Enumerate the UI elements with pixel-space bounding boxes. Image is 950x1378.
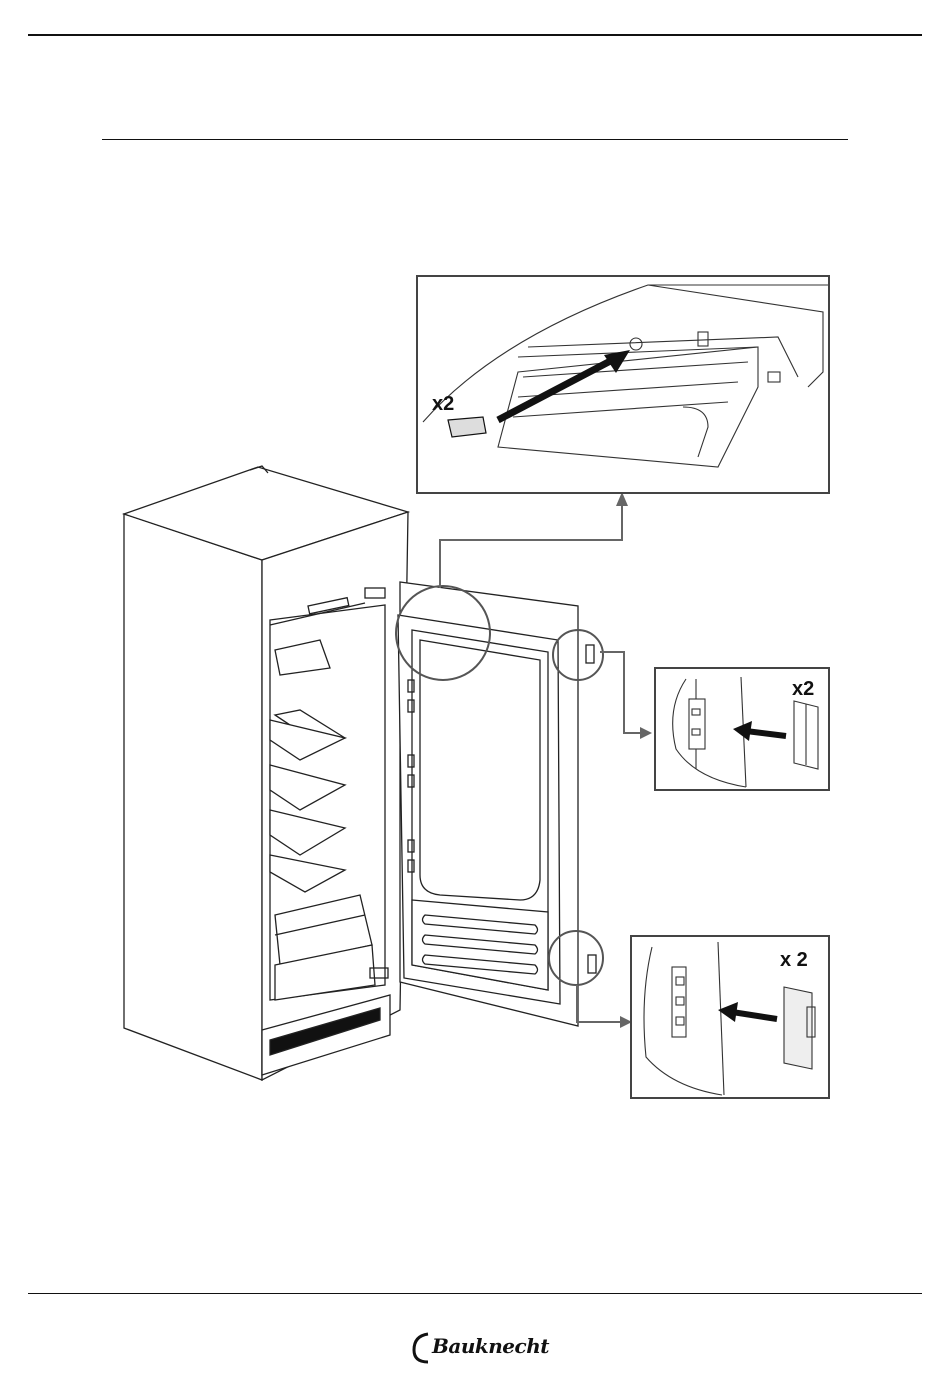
- connector-top: [440, 500, 622, 588]
- quantity-label-top: x2: [432, 393, 454, 416]
- connector-right-bottom: [577, 985, 625, 1022]
- arrowhead-right-top: [640, 727, 652, 739]
- brand-logo-text: Bauknecht: [432, 1334, 549, 1358]
- quantity-label-right-bottom: x 2: [780, 949, 808, 972]
- brand-logo: Bauknecht: [410, 1330, 542, 1366]
- quantity-label-right-top: x2: [792, 678, 814, 701]
- detail-panel-right-top: x2: [654, 667, 830, 791]
- cabinet-side: [124, 514, 262, 1080]
- top-panel-illustration: [418, 277, 828, 492]
- detail-panel-right-bottom: x 2: [630, 935, 830, 1099]
- detail-panel-top: x2: [416, 275, 830, 494]
- connector-right-top: [600, 652, 645, 733]
- black-arrow-head-right-top: [733, 721, 752, 741]
- arrowhead-top: [616, 492, 628, 506]
